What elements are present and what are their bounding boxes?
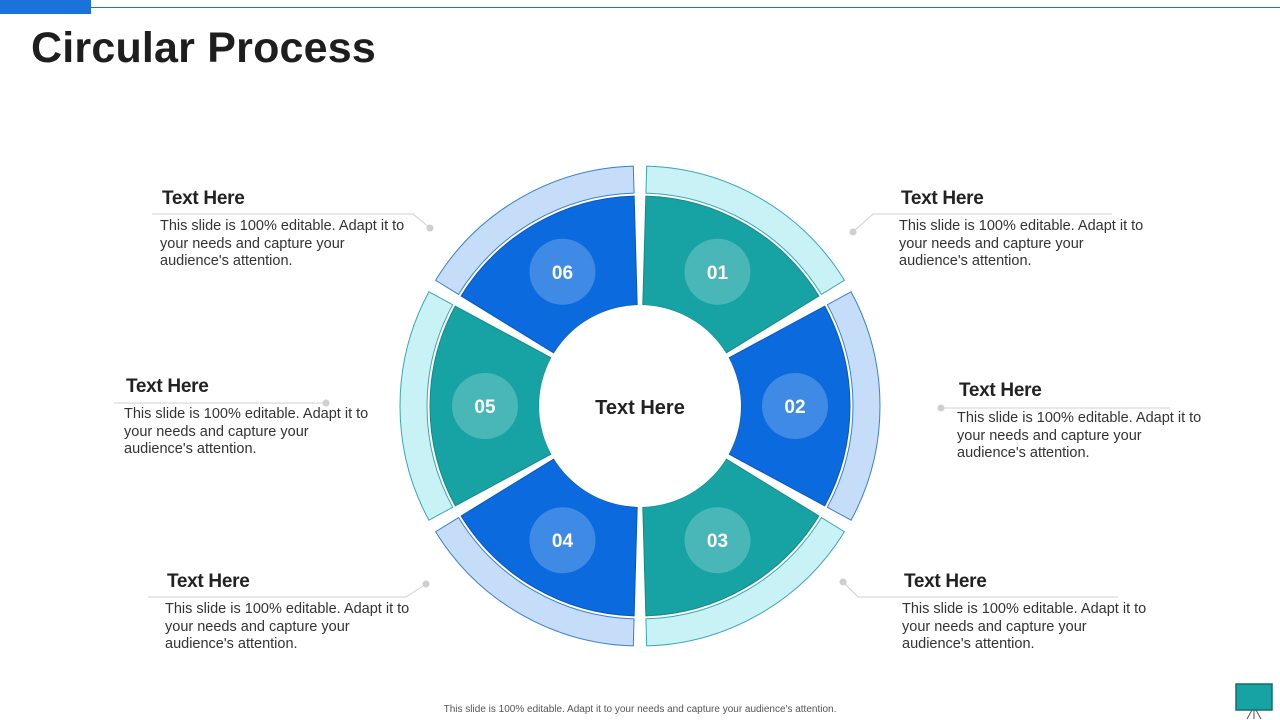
callout-heading: Text Here <box>959 380 1042 401</box>
callout-heading: Text Here <box>904 571 987 592</box>
callout-body: This slide is 100% editable. Adapt it to… <box>957 410 1202 461</box>
step-number-05: 05 <box>474 397 496 418</box>
step-badge-01 <box>684 238 751 305</box>
process-segment-01 <box>642 195 820 354</box>
step-badge-02 <box>762 373 828 439</box>
outer-ring-segment-02 <box>826 291 881 521</box>
step-badge-06 <box>529 238 596 305</box>
process-segment-04 <box>460 458 638 617</box>
step-badge-04 <box>529 507 596 574</box>
callout-heading: Text Here <box>162 188 245 209</box>
callout-01: Text Here This slide is 100% editable. A… <box>899 188 1149 271</box>
step-number-01: 01 <box>707 263 729 284</box>
step-number-02: 02 <box>784 397 805 418</box>
connector-dot-05 <box>322 399 330 407</box>
callout-heading: Text Here <box>901 188 984 209</box>
callout-heading: Text Here <box>126 376 209 397</box>
center-circle <box>539 305 741 507</box>
process-segment-03 <box>642 458 820 617</box>
connector-dot-03 <box>839 578 847 586</box>
footer-note: This slide is 100% editable. Adapt it to… <box>443 704 837 715</box>
outer-ring-segment-04 <box>434 516 635 647</box>
callout-body: This slide is 100% editable. Adapt it to… <box>165 601 410 652</box>
connector-dot-06 <box>426 224 434 232</box>
step-number-04: 04 <box>552 531 574 552</box>
step-badge-03 <box>684 507 751 574</box>
callout-04: Text Here This slide is 100% editable. A… <box>165 571 415 654</box>
callout-06: Text Here This slide is 100% editable. A… <box>160 188 410 271</box>
step-number-06: 06 <box>552 263 573 284</box>
connector-line-04 <box>148 583 427 598</box>
center-label: Text Here <box>595 397 685 419</box>
connector-line-01 <box>852 213 1112 233</box>
outer-ring-segment-06 <box>434 165 635 296</box>
callout-05: Text Here This slide is 100% editable. A… <box>124 376 374 459</box>
connector-line-06 <box>152 213 431 229</box>
outer-ring-segment-03 <box>645 516 846 647</box>
connector-dot-02 <box>937 404 945 412</box>
callout-body: This slide is 100% editable. Adapt it to… <box>899 218 1144 269</box>
callout-heading: Text Here <box>167 571 250 592</box>
page-title: Circular Process <box>31 24 376 72</box>
callout-02: Text Here This slide is 100% editable. A… <box>957 380 1207 463</box>
top-accent-line <box>0 7 1280 8</box>
step-number-03: 03 <box>707 531 728 552</box>
callout-body: This slide is 100% editable. Adapt it to… <box>160 218 405 269</box>
connector-dot-01 <box>849 228 857 236</box>
callout-03: Text Here This slide is 100% editable. A… <box>902 571 1152 654</box>
outer-ring-segment-01 <box>645 165 846 296</box>
presentation-board-icon <box>1235 683 1273 720</box>
callout-body: This slide is 100% editable. Adapt it to… <box>124 406 369 457</box>
callout-body: This slide is 100% editable. Adapt it to… <box>902 601 1147 652</box>
outer-ring-segment-05 <box>399 291 454 521</box>
step-badge-05 <box>452 373 518 439</box>
connector-line-03 <box>842 581 1118 598</box>
process-segment-06 <box>460 195 638 354</box>
connector-dot-04 <box>422 580 430 588</box>
